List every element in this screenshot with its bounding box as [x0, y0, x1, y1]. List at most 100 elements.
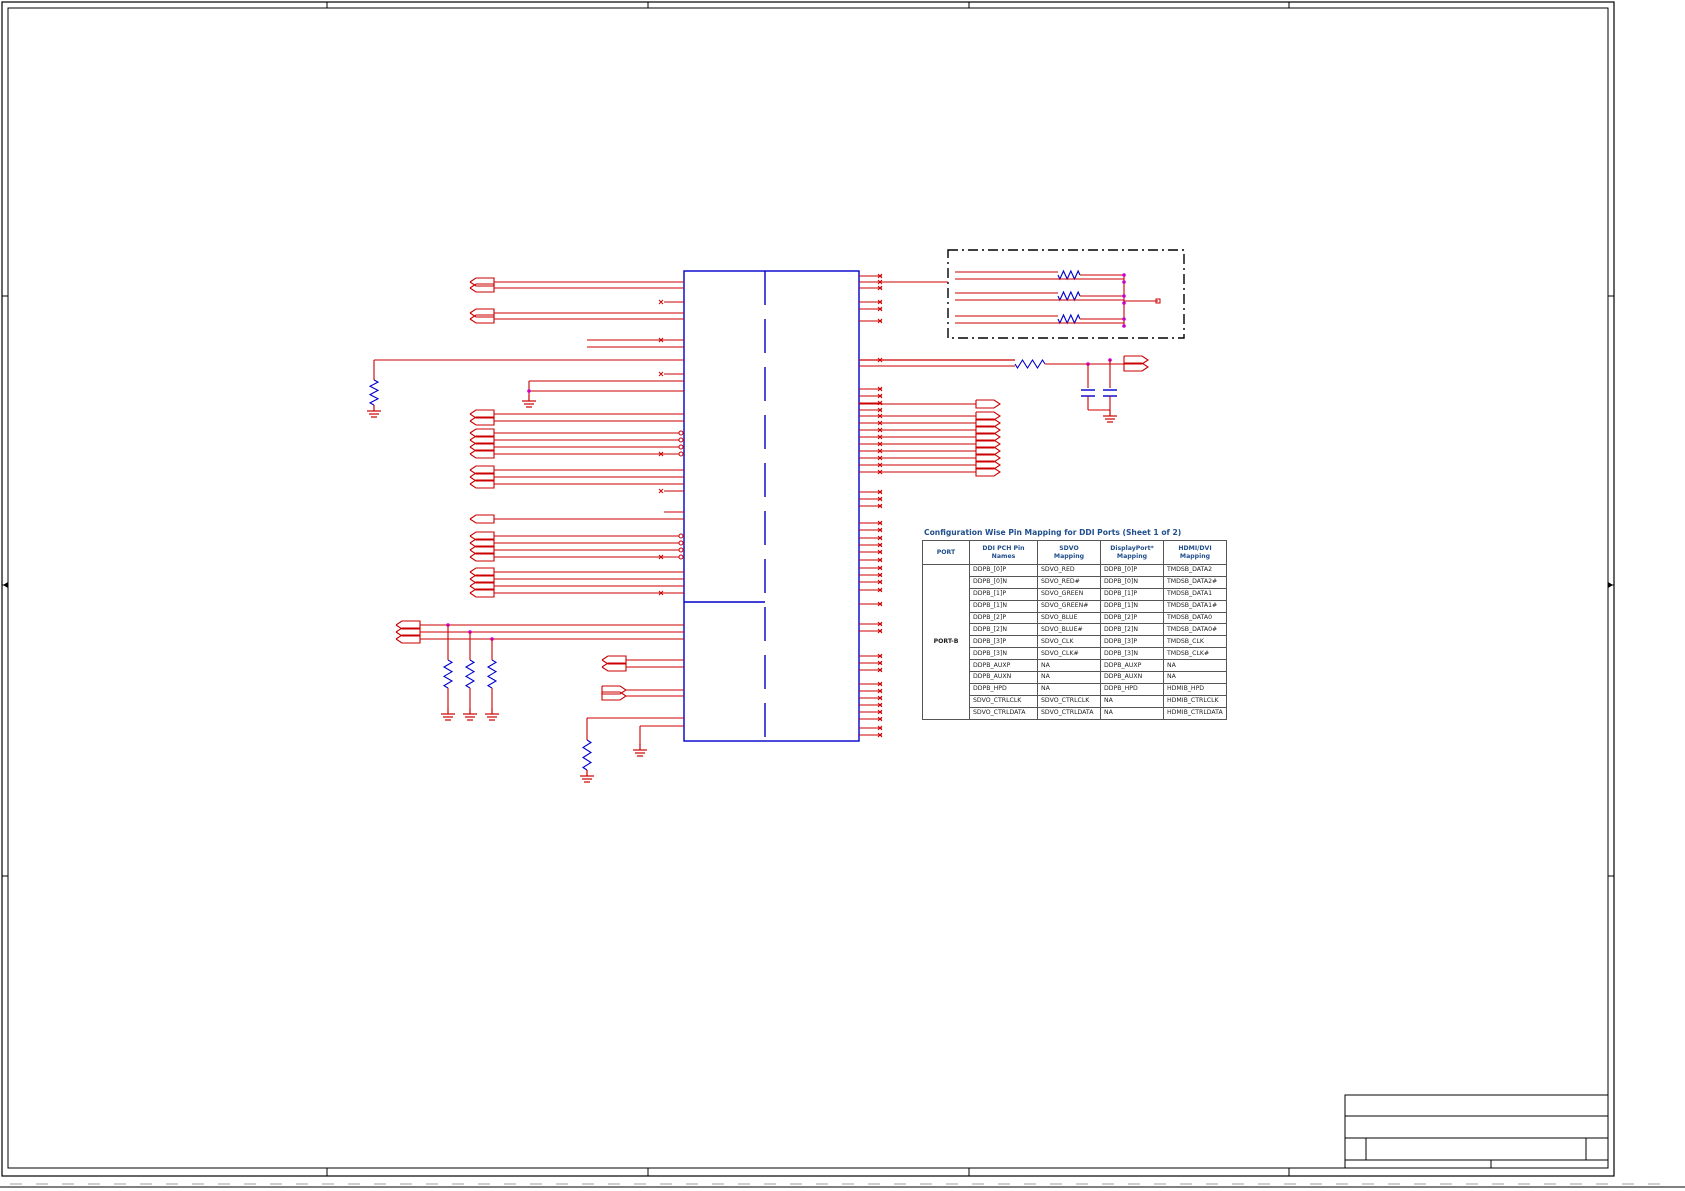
no-connect-mark: [877, 407, 883, 413]
no-connect-mark: [877, 667, 883, 673]
hdmi-cell: HDMIB_CTRLCLK: [1163, 694, 1227, 708]
pin-mapping-table-block: Configuration Wise Pin Mapping for DDI P…: [922, 528, 1227, 720]
no-connect-mark: [877, 579, 883, 585]
hdmi-cell: TMDSB_DATA0#: [1163, 623, 1227, 637]
test-point: [1155, 298, 1161, 304]
title-block: [1344, 1094, 1609, 1169]
junction-dot: [1122, 301, 1126, 305]
frame-arrow: [1608, 582, 1613, 588]
no-connect-mark: [877, 702, 883, 708]
no-connect-mark: [877, 273, 883, 279]
hdmi-cell: TMDSB_DATA2#: [1163, 575, 1227, 589]
pin-name-cell: DDPB_[1]P: [969, 587, 1038, 601]
pin-name-cell: DDPB_[1]N: [969, 599, 1038, 613]
sdvo-cell: NA: [1037, 671, 1101, 684]
pin-name-cell: DDPB_[0]N: [969, 575, 1038, 589]
no-connect-mark: [877, 535, 883, 541]
pin-name-cell: DDPB_[2]P: [969, 611, 1038, 625]
no-connect-mark: [877, 709, 883, 715]
header-sdvo-mapping: SDVO Mapping: [1037, 540, 1101, 565]
no-connect-mark: [877, 496, 883, 502]
no-connect-mark: [877, 621, 883, 627]
no-connect-mark: [877, 527, 883, 533]
inversion-bubble: [678, 533, 684, 539]
pin-name-cell: DDPB_[0]P: [969, 564, 1038, 577]
ic-body: [683, 270, 860, 742]
displayport-cell: DDPB_AUXN: [1100, 671, 1164, 684]
no-connect-mark: [877, 725, 883, 731]
resistor: [464, 659, 476, 689]
displayport-cell: DDPB_[1]P: [1100, 587, 1164, 601]
hdmi-cell: TMDSB_DATA1: [1163, 587, 1227, 601]
header-pin-names: DDI PCH Pin Names: [969, 540, 1038, 565]
sdvo-cell: SDVO_GREEN: [1037, 587, 1101, 601]
optional-circuit-box: [947, 249, 1185, 339]
no-connect-mark: [877, 393, 883, 399]
offpage-connector: [601, 685, 627, 695]
no-connect-mark: [877, 299, 883, 305]
junction-dot: [527, 389, 531, 393]
displayport-cell: DDPB_[3]N: [1100, 647, 1164, 661]
no-connect-mark: [877, 542, 883, 548]
no-connect-mark: [877, 503, 883, 509]
offpage-connector: [469, 314, 495, 324]
sdvo-cell: SDVO_CTRLCLK: [1037, 694, 1101, 708]
displayport-cell: DDPB_[0]P: [1100, 564, 1164, 577]
no-connect-mark: [658, 371, 664, 377]
offpage-connector: [469, 277, 495, 287]
pin-mapping-table: PORT DDI PCH Pin Names SDVO Mapping Disp…: [922, 540, 1227, 720]
pin-name-cell: DDPB_[3]P: [969, 635, 1038, 649]
displayport-cell: DDPB_AUXP: [1100, 659, 1164, 673]
offpage-connector: [1123, 362, 1149, 372]
no-connect-mark: [877, 386, 883, 392]
junction-dot: [1122, 273, 1126, 277]
no-connect-mark: [877, 660, 883, 666]
pin-name-cell: DDPB_[2]N: [969, 623, 1038, 637]
resistor: [1014, 358, 1046, 370]
sdvo-cell: SDVO_CLK#: [1037, 647, 1101, 661]
displayport-cell: NA: [1100, 694, 1164, 708]
inversion-bubble: [678, 540, 684, 546]
displayport-cell: DDPB_[2]P: [1100, 611, 1164, 625]
no-connect-mark: [877, 681, 883, 687]
resistor: [581, 739, 593, 771]
resistor: [368, 379, 380, 406]
inversion-bubble: [678, 451, 684, 457]
hdmi-cell: NA: [1163, 659, 1227, 673]
sdvo-cell: SDVO_RED#: [1037, 575, 1101, 589]
sdvo-cell: SDVO_GREEN#: [1037, 599, 1101, 613]
hdmi-cell: HDMIB_HPD: [1163, 682, 1227, 696]
no-connect-mark: [877, 318, 883, 324]
frame-arrow: [3, 582, 8, 588]
no-connect-mark: [877, 587, 883, 593]
no-connect-mark: [877, 306, 883, 312]
pin-name-cell: DDPB_[3]N: [969, 647, 1038, 661]
offpage-connector: [469, 514, 495, 524]
pin-name-cell: SDVO_CTRLCLK: [969, 694, 1038, 708]
no-connect-mark: [877, 549, 883, 555]
junction-dot: [1122, 280, 1126, 284]
resistor: [1057, 290, 1081, 302]
hdmi-cell: TMDSB_DATA0: [1163, 611, 1227, 625]
no-connect-mark: [658, 488, 664, 494]
header-displayport-mapping: DisplayPort* Mapping: [1100, 540, 1164, 565]
table-header-row: PORT DDI PCH Pin Names SDVO Mapping Disp…: [922, 540, 1227, 565]
inversion-bubble: [678, 437, 684, 443]
hdmi-cell: TMDSB_CLK: [1163, 635, 1227, 649]
sdvo-cell: SDVO_CLK: [1037, 635, 1101, 649]
offpage-connector: [469, 283, 495, 293]
offpage-connector: [469, 588, 495, 598]
no-connect-mark: [877, 716, 883, 722]
no-connect-mark: [658, 299, 664, 305]
inversion-bubble: [678, 430, 684, 436]
displayport-cell: DDPB_[3]P: [1100, 635, 1164, 649]
inversion-bubble: [678, 444, 684, 450]
offpage-connector: [469, 449, 495, 459]
no-connect-mark: [877, 628, 883, 634]
offpage-connector: [975, 467, 1001, 477]
no-connect-mark: [877, 285, 883, 291]
